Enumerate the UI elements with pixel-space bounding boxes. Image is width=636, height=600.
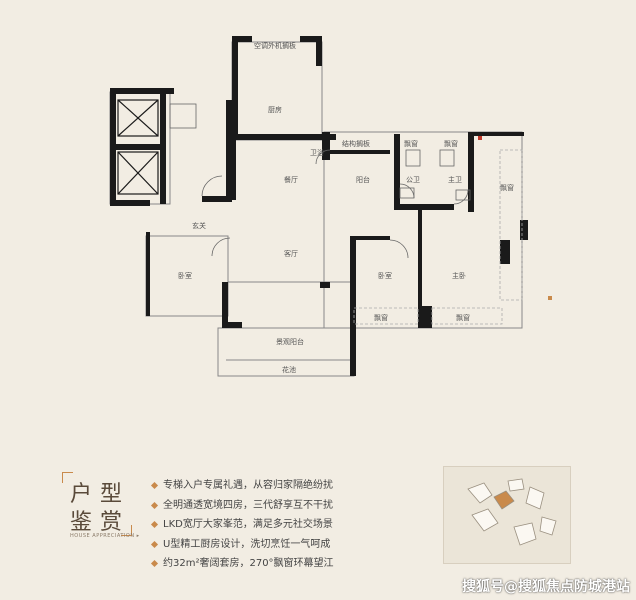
label-bay-3: 飘窗 — [500, 183, 514, 192]
site-map-drawing — [467, 478, 557, 546]
site-location-map — [443, 466, 571, 564]
label-living: 客厅 — [284, 249, 298, 258]
diamond-bullet-icon — [150, 540, 159, 548]
floor-plan-drawing: 空调外机搁板 厨房 餐厅 结构搁板 卫浴 飘窗 飘窗 阳台 公卫 主卫 飘窗 玄… — [109, 36, 552, 377]
label-master-bath: 主卫 — [448, 175, 462, 184]
diamond-bullet-icon — [150, 482, 159, 490]
label-bedroom-mid: 卧室 — [378, 271, 392, 280]
feature-item: U型精工厨房设计，洗切烹饪一气呵成 — [150, 535, 402, 555]
diamond-bullet-icon — [150, 501, 159, 509]
label-kitchen: 厨房 — [268, 105, 282, 114]
label-bedroom-left: 卧室 — [178, 271, 192, 280]
title-english: HOUSE APPRECIATION ▸ — [70, 533, 140, 539]
label-bay-5: 飘窗 — [456, 313, 470, 322]
feature-item: LKD宽厅大家峯范，满足多元社交场景 — [150, 515, 402, 535]
label-bay-1: 飘窗 — [404, 139, 418, 148]
label-struct-board: 结构搁板 — [342, 139, 370, 148]
title-corner-decoration — [121, 525, 132, 536]
label-master-bed: 主卧 — [452, 271, 466, 280]
label-ac-board: 空调外机搁板 — [254, 41, 296, 50]
label-balcony: 阳台 — [356, 175, 370, 184]
label-public-bath: 公卫 — [406, 176, 420, 184]
label-bay-4: 飘窗 — [374, 313, 388, 322]
label-flower-bed: 花池 — [282, 365, 296, 374]
diamond-bullet-icon — [150, 560, 159, 568]
watermark: 搜狐号@搜狐焦点防城港站 — [462, 579, 630, 595]
title-line-1: 户型 — [70, 482, 131, 507]
label-foyer: 玄关 — [192, 221, 206, 230]
title-corner-decoration — [62, 472, 73, 483]
label-view-balcony: 景观阳台 — [276, 337, 304, 346]
feature-list: 专梯入户专属礼遇，从容归家隔绝纷扰 全明通透宽境四房，三代舒享互不干扰 LKD宽… — [150, 476, 402, 574]
feature-item: 专梯入户专属礼遇，从容归家隔绝纷扰 — [150, 476, 402, 496]
label-dining: 餐厅 — [284, 175, 298, 184]
label-bath-tag: 卫浴 — [310, 148, 324, 157]
feature-item: 约32m²奢阔套房，270°飘窗环幕望江 — [150, 554, 402, 574]
label-bay-2: 飘窗 — [444, 139, 458, 148]
feature-item: 全明通透宽境四房，三代舒享互不干扰 — [150, 496, 402, 516]
diamond-bullet-icon — [150, 521, 159, 529]
section-title: 户型 鉴赏 — [62, 472, 132, 544]
title-line-2: 鉴赏 — [70, 510, 131, 535]
